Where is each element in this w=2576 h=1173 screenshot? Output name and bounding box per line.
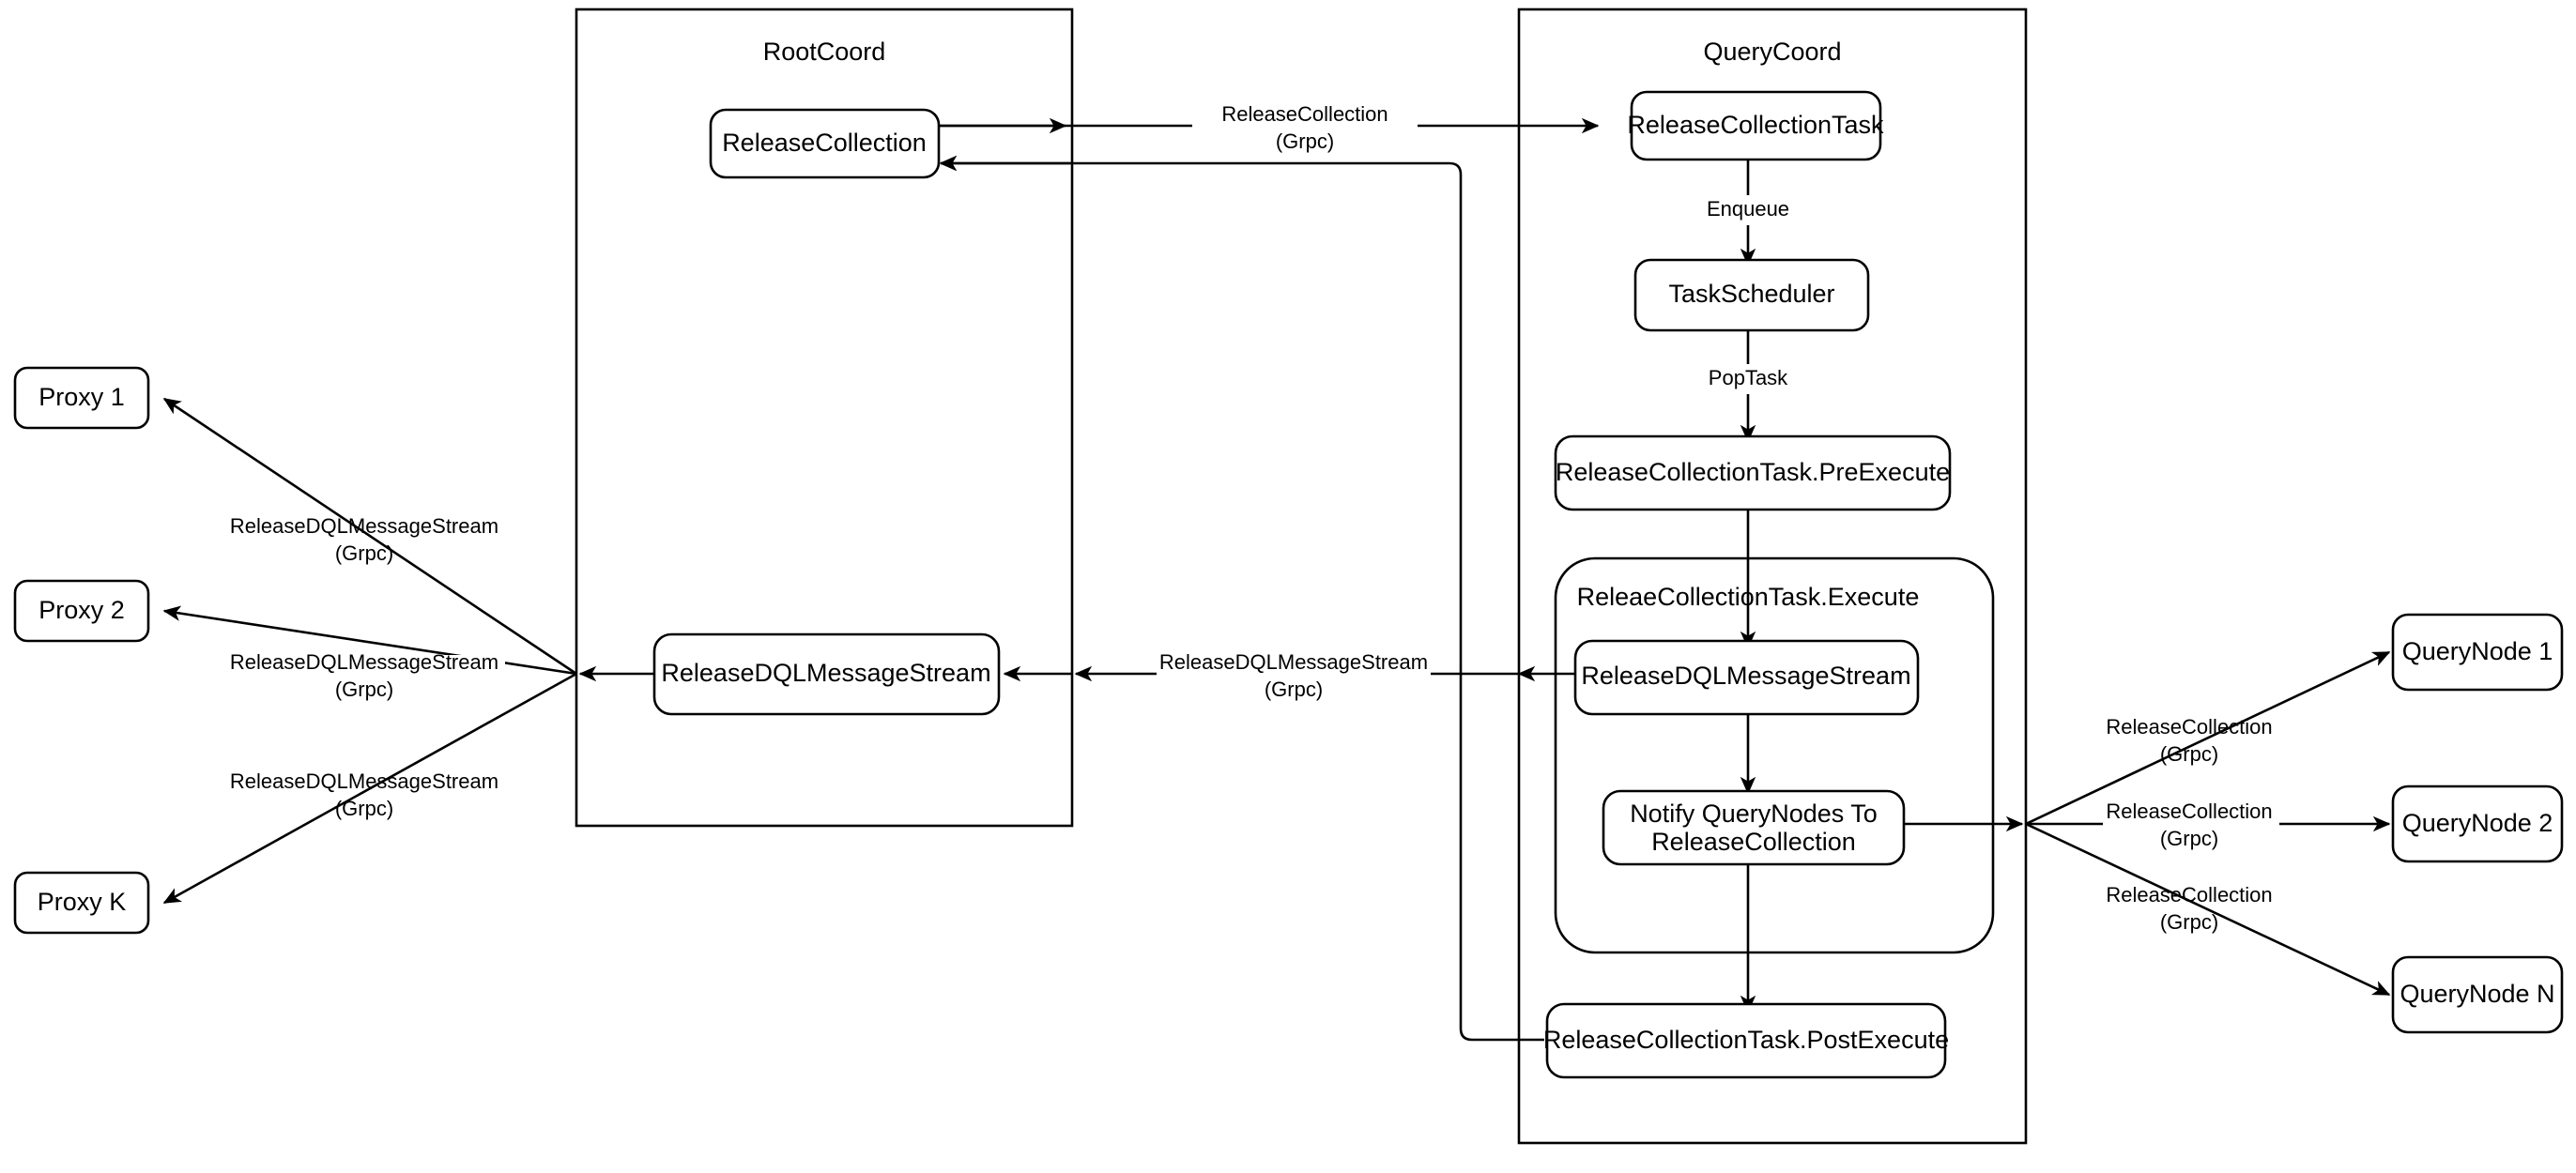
rootcoord-release-dql-label: ReleaseDQLMessageStream bbox=[661, 659, 990, 687]
querycoord-postexecute-label: ReleaseCollectionTask.PostExecute bbox=[1543, 1026, 1949, 1054]
querycoord-border bbox=[1517, 8, 2028, 1145]
execute-release-dql-label: ReleaseDQLMessageStream bbox=[1581, 662, 1910, 690]
execute-notify-label-line1: Notify QueryNodes To bbox=[1630, 800, 1878, 828]
edge-fanout-proxy2 bbox=[162, 605, 577, 676]
execute-border bbox=[1554, 556, 1995, 954]
execute-release-dql-box[interactable] bbox=[1573, 639, 1920, 716]
querynoden-label: QueryNode N bbox=[2400, 980, 2554, 1008]
edge-label-rc-line1: ReleaseCollection bbox=[1221, 102, 1388, 126]
container-rootcoord: RootCoord bbox=[575, 8, 1074, 828]
edge-fanout-proxy1 bbox=[162, 397, 577, 676]
querycoord-postexecute-box[interactable] bbox=[1545, 1002, 1947, 1079]
node-execute-release-dql[interactable]: ReleaseDQLMessageStream bbox=[1573, 639, 1920, 716]
node-proxy2[interactable]: Proxy 2 bbox=[13, 579, 150, 643]
node-querycoord-preexecute[interactable]: ReleaseCollectionTask.PreExecute bbox=[1554, 434, 1952, 511]
node-querynode2[interactable]: QueryNode 2 bbox=[2391, 785, 2564, 863]
proxy2-label: Proxy 2 bbox=[38, 596, 125, 624]
execute-notify-label-line2: ReleaseCollection bbox=[1651, 828, 1856, 856]
edge-label-rc-grpc-querynoden: ReleaseCollection (Grpc) bbox=[2106, 883, 2272, 934]
edge-label-rc-line2: (Grpc) bbox=[1276, 129, 1334, 153]
node-querycoord-task[interactable]: ReleaseCollectionTask bbox=[1627, 90, 1884, 161]
edge-label-dql-mid-line1: ReleaseDQLMessageStream bbox=[1159, 650, 1428, 674]
proxyk-label: Proxy K bbox=[38, 888, 127, 916]
edge-label-rc-qn2-line2: (Grpc) bbox=[2160, 827, 2218, 850]
edge-label-dql-p2-line1: ReleaseDQLMessageStream bbox=[230, 650, 498, 674]
edge-label-dql-p1-line2: (Grpc) bbox=[335, 541, 393, 565]
edge-label-enqueue-group: Enqueue bbox=[1690, 195, 1806, 225]
edge-label-poptask-group: PopTask bbox=[1695, 364, 1801, 394]
querynode2-box[interactable] bbox=[2391, 785, 2564, 863]
querycoord-title: QueryCoord bbox=[1703, 38, 1841, 66]
container-execute: ReleaeCollectionTask.Execute bbox=[1554, 556, 1995, 954]
node-execute-notify-querynodes[interactable]: Notify QueryNodes To ReleaseCollection bbox=[1602, 789, 1906, 866]
edge-label-dql-p2-line2: (Grpc) bbox=[335, 678, 393, 701]
edge-fanout-querynode1 bbox=[2025, 650, 2391, 826]
execute-notify-box[interactable] bbox=[1602, 789, 1906, 866]
querynoden-box[interactable] bbox=[2391, 955, 2564, 1034]
querycoord-scheduler-label: TaskScheduler bbox=[1668, 280, 1834, 308]
edge-label-dql-mid-line2: (Grpc) bbox=[1265, 678, 1323, 701]
querynode1-label: QueryNode 1 bbox=[2402, 637, 2553, 665]
proxy2-box[interactable] bbox=[13, 579, 150, 643]
rootcoord-release-dql-box[interactable] bbox=[652, 632, 1001, 716]
edge-label-rc-qn1-line2: (Grpc) bbox=[2160, 742, 2218, 766]
node-rootcoord-release-dql[interactable]: ReleaseDQLMessageStream bbox=[652, 632, 1001, 716]
node-proxy1[interactable]: Proxy 1 bbox=[13, 366, 150, 430]
rootcoord-title: RootCoord bbox=[763, 38, 886, 66]
querycoord-scheduler-box[interactable] bbox=[1633, 258, 1870, 332]
edge-label-rc-qn2-line1: ReleaseCollection bbox=[2106, 800, 2272, 823]
edge-label-rc-grpc-querynode1: ReleaseCollection (Grpc) bbox=[2106, 715, 2272, 766]
edge-label-dql-grpc-middle: ReleaseDQLMessageStream (Grpc) bbox=[1157, 650, 1431, 701]
node-proxyk[interactable]: Proxy K bbox=[13, 871, 150, 935]
node-querycoord-scheduler[interactable]: TaskScheduler bbox=[1633, 258, 1870, 332]
edge-label-dql-grpc-proxyk: ReleaseDQLMessageStream (Grpc) bbox=[230, 769, 498, 820]
edge-label-dql-p1-line1: ReleaseDQLMessageStream bbox=[230, 514, 498, 538]
edge-label-rc-grpc-querynode2: ReleaseCollection (Grpc) bbox=[2103, 800, 2279, 850]
proxyk-box[interactable] bbox=[13, 871, 150, 935]
querynode2-label: QueryNode 2 bbox=[2402, 809, 2553, 837]
edge-label-rc-qnn-line2: (Grpc) bbox=[2160, 910, 2218, 934]
querycoord-task-box[interactable] bbox=[1630, 90, 1882, 161]
edge-fanout-proxyk bbox=[162, 672, 577, 905]
querynode1-box[interactable] bbox=[2391, 613, 2564, 692]
edge-label-dql-grpc-proxy1: ReleaseDQLMessageStream (Grpc) bbox=[230, 514, 498, 565]
rootcoord-border bbox=[575, 8, 1074, 828]
querycoord-preexecute-box[interactable] bbox=[1554, 434, 1952, 511]
node-rootcoord-release-collection[interactable]: ReleaseCollection bbox=[709, 108, 941, 179]
edge-label-release-collection-grpc: ReleaseCollection (Grpc) bbox=[1192, 102, 1418, 153]
node-querycoord-postexecute[interactable]: ReleaseCollectionTask.PostExecute bbox=[1543, 1002, 1949, 1079]
edge-label-enqueue: Enqueue bbox=[1707, 197, 1789, 221]
edge-label-rc-qnn-line1: ReleaseCollection bbox=[2106, 883, 2272, 906]
edge-label-rc-qn1-line1: ReleaseCollection bbox=[2106, 715, 2272, 739]
node-querynode1[interactable]: QueryNode 1 bbox=[2391, 613, 2564, 692]
edge-label-dql-pk-line1: ReleaseDQLMessageStream bbox=[230, 769, 498, 793]
edge-label-poptask: PopTask bbox=[1709, 366, 1788, 389]
node-querynoden[interactable]: QueryNode N bbox=[2391, 955, 2564, 1034]
proxy1-box[interactable] bbox=[13, 366, 150, 430]
rootcoord-release-collection-label: ReleaseCollection bbox=[722, 129, 927, 157]
rootcoord-release-collection-box[interactable] bbox=[709, 108, 941, 179]
proxy1-label: Proxy 1 bbox=[38, 383, 125, 411]
querycoord-preexecute-label: ReleaseCollectionTask.PreExecute bbox=[1556, 458, 1950, 486]
querycoord-task-label: ReleaseCollectionTask bbox=[1627, 111, 1884, 139]
container-querycoord: QueryCoord bbox=[1517, 8, 2028, 1145]
edge-release-collection-response bbox=[939, 155, 1544, 1042]
edge-label-dql-pk-line2: (Grpc) bbox=[335, 797, 393, 820]
edge-fanout-querynoden bbox=[2025, 822, 2391, 997]
edge-label-dql-grpc-proxy2: ReleaseDQLMessageStream (Grpc) bbox=[223, 650, 505, 701]
